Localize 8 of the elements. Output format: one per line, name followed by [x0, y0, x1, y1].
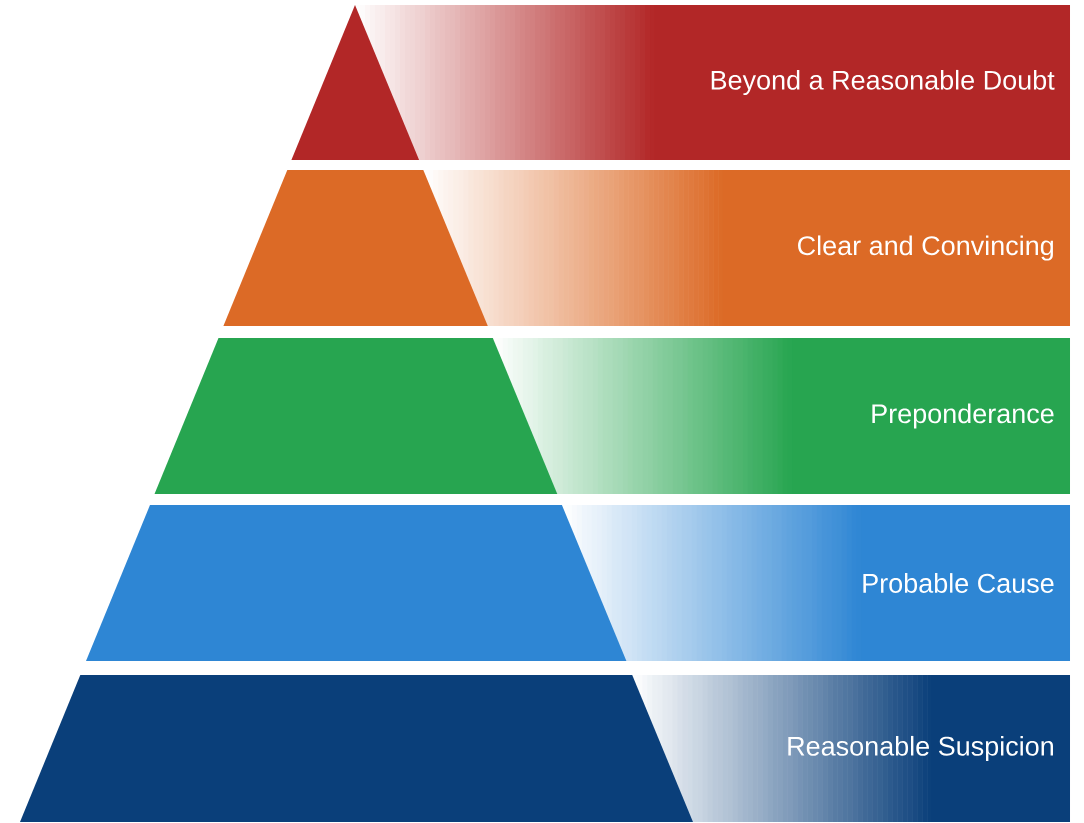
node-label: Reasonable Suspicion	[788, 735, 1053, 762]
pyramid-level: Clear and Convincing	[223, 170, 1070, 326]
node-label: Preponderance	[872, 403, 1054, 429]
pyramid-level: Probable Cause	[86, 505, 1070, 661]
node-label: Probable Cause	[863, 573, 1054, 593]
pyramid-level: Reasonable Suspicion	[20, 675, 1070, 822]
pyramid-level: Preponderance	[154, 338, 1070, 494]
pyramid-level: Beyond a Reasonable Doubt	[291, 5, 1070, 160]
